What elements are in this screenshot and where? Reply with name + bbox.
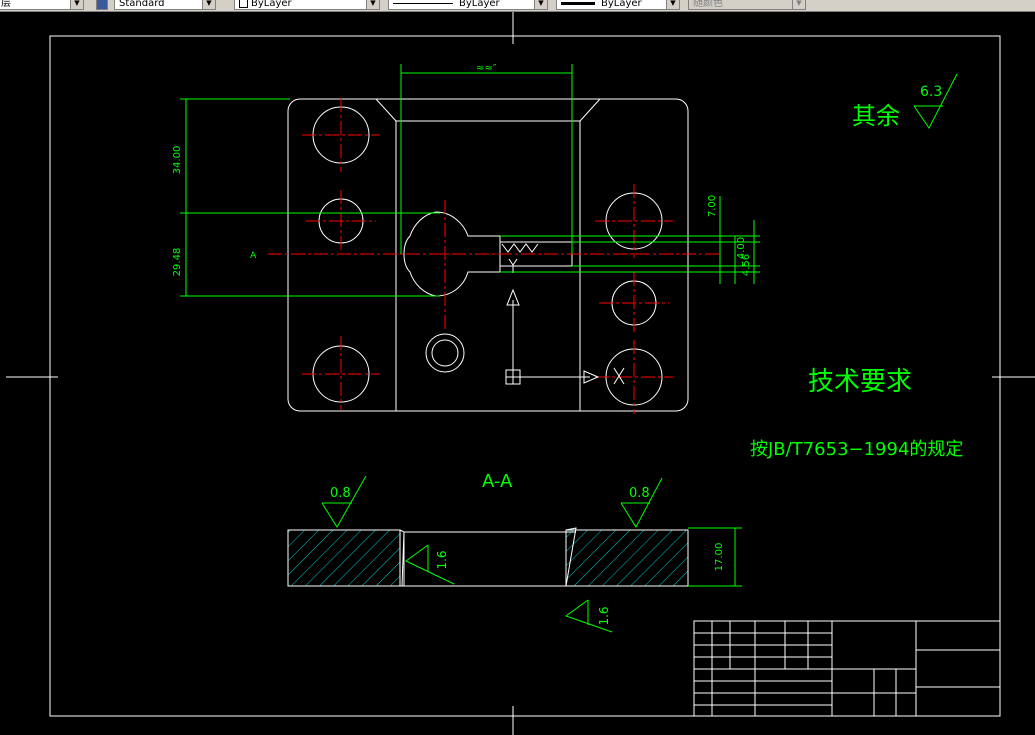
color-dropdown[interactable]: ByLayer ▼ xyxy=(234,0,380,10)
dim-right-4-text: 4.00 xyxy=(736,237,747,259)
dim-left-29-text: 29.48 xyxy=(172,248,183,277)
chevron-down-icon: ▼ xyxy=(534,0,547,9)
lineweight-dropdown-value: ByLayer xyxy=(601,0,642,9)
roughness-inner-value: 1.6 xyxy=(435,550,449,569)
linetype-dropdown-value: ByLayer xyxy=(459,0,500,9)
center-lines xyxy=(268,98,720,414)
chevron-down-icon: ▼ xyxy=(792,0,805,9)
text-style-dropdown-value: Standard xyxy=(119,0,165,9)
chevron-down-icon: ▼ xyxy=(70,0,83,9)
dim-right-456-text: 4.56 xyxy=(741,254,752,276)
dim-left-34-text: 34.00 xyxy=(172,146,183,175)
text-style-icon[interactable] xyxy=(96,0,108,10)
section-marker-text: A xyxy=(250,251,257,261)
dimension-lines xyxy=(180,64,958,297)
title-block xyxy=(693,620,1001,717)
ucs-icon xyxy=(505,258,625,385)
section-view-title: A-A xyxy=(482,471,513,492)
section-roughness-marks xyxy=(321,475,742,633)
dim-top-text: ≈≈″ xyxy=(476,63,497,74)
roughness-right-value: 0.8 xyxy=(629,486,650,501)
linetype-preview-icon xyxy=(393,2,453,4)
layer-dropdown-value: 层 xyxy=(1,0,11,9)
dim-right-7-text: 7.00 xyxy=(707,195,718,217)
tech-requirements-title: 技术要求 xyxy=(808,367,912,397)
canvas-background xyxy=(0,12,1035,735)
drawing-frame xyxy=(6,12,1035,735)
linetype-dropdown[interactable]: ByLayer ▼ xyxy=(388,0,548,10)
properties-toolbar: 层 ▼ Standard ▼ ByLayer ▼ ByLayer ▼ ByLay… xyxy=(0,0,1035,12)
lineweight-preview-icon xyxy=(561,1,595,5)
roughness-left-value: 0.8 xyxy=(330,486,351,501)
text-style-dropdown[interactable]: Standard ▼ xyxy=(114,0,216,10)
roughness-bottom-value: 1.6 xyxy=(597,606,611,625)
section-view xyxy=(287,527,689,587)
dim-thickness-text: 17.00 xyxy=(714,543,725,572)
tech-requirements-text: 按JB/T7653−1994的规定 xyxy=(750,439,963,460)
chevron-down-icon: ▼ xyxy=(366,0,379,9)
roughness-rest-value: 6.3 xyxy=(920,84,942,100)
plotstyle-dropdown[interactable]: 随颜色 ▼ xyxy=(688,0,806,10)
plotstyle-dropdown-value: 随颜色 xyxy=(693,0,723,9)
dimension-texts: ≈≈″ 34.00 29.48 7.00 4.00 4.56 A xyxy=(172,63,752,276)
roughness-rest-label: 其余 xyxy=(852,102,900,130)
chevron-down-icon: ▼ xyxy=(202,0,215,9)
chevron-down-icon: ▼ xyxy=(666,0,679,9)
color-dropdown-value: ByLayer xyxy=(251,0,292,9)
color-swatch-icon xyxy=(239,0,248,8)
cad-drawing-canvas[interactable]: ≈≈″ 34.00 29.48 7.00 4.00 4.56 A 其余 6.3 … xyxy=(0,12,1035,735)
layer-dropdown[interactable]: 层 ▼ xyxy=(0,0,84,10)
lineweight-dropdown[interactable]: ByLayer ▼ xyxy=(556,0,680,10)
